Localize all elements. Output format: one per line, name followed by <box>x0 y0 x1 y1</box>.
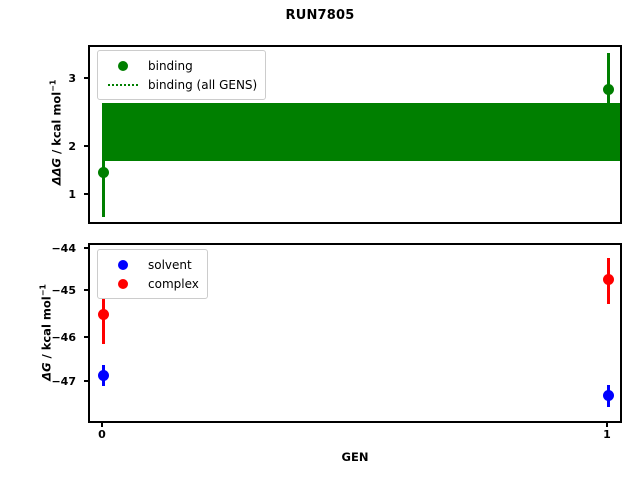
complex-marker-gen0 <box>98 309 109 320</box>
figure-title: RUN7805 <box>285 8 355 23</box>
solvent-marker-gen0 <box>98 370 109 381</box>
binding-errorbar-gen0 <box>102 103 105 217</box>
bottom-ytick-label-minus45: −45 <box>51 284 76 297</box>
legend-label-binding: binding <box>148 58 193 73</box>
top-panel-legend[interactable]: binding binding (all GENS) <box>97 50 267 100</box>
xtick-mark-1 <box>606 423 608 427</box>
bottom-ytick-label-minus44: −44 <box>51 242 76 255</box>
binding-errorbar-gen1 <box>607 53 610 161</box>
bottom-ytick-mark-minus45 <box>84 289 88 291</box>
binding-marker-icon <box>104 60 142 71</box>
bottom-panel-legend[interactable]: solvent complex <box>97 249 208 299</box>
complex-marker-gen1 <box>603 274 614 285</box>
complex-marker-icon <box>104 278 142 289</box>
legend-entry-complex[interactable]: complex <box>104 274 199 293</box>
x-axis-label: GEN <box>341 450 369 464</box>
bottom-ytick-mark-minus47 <box>84 380 88 382</box>
bottom-ytick-mark-minus44 <box>84 247 88 249</box>
solvent-marker-icon <box>104 259 142 270</box>
bottom-ytick-mark-minus46 <box>84 336 88 338</box>
top-ytick-label-2: 2 <box>68 140 76 153</box>
bottom-ytick-label-minus47: −47 <box>51 375 76 388</box>
top-ytick-mark-1 <box>84 193 88 195</box>
legend-label-complex: complex <box>148 276 199 291</box>
legend-label-binding-all-gens: binding (all GENS) <box>148 77 258 92</box>
top-ytick-label-3: 3 <box>68 72 76 85</box>
legend-entry-binding-all-gens[interactable]: binding (all GENS) <box>104 75 257 94</box>
top-ytick-mark-2 <box>84 145 88 147</box>
xtick-label-0: 0 <box>98 428 106 441</box>
binding-marker-gen0 <box>98 167 109 178</box>
xtick-label-1: 1 <box>603 428 611 441</box>
legend-entry-binding[interactable]: binding <box>104 56 257 75</box>
solvent-marker-gen1 <box>603 390 614 401</box>
binding-marker-gen1 <box>603 84 614 95</box>
legend-label-solvent: solvent <box>148 257 192 272</box>
top-ytick-label-1: 1 <box>68 188 76 201</box>
xtick-mark-0 <box>101 423 103 427</box>
top-ytick-mark-3 <box>84 77 88 79</box>
bottom-ytick-label-minus46: −46 <box>51 331 76 344</box>
binding-all-gens-band <box>102 103 620 161</box>
legend-entry-solvent[interactable]: solvent <box>104 255 199 274</box>
dotted-line-icon <box>104 83 142 86</box>
